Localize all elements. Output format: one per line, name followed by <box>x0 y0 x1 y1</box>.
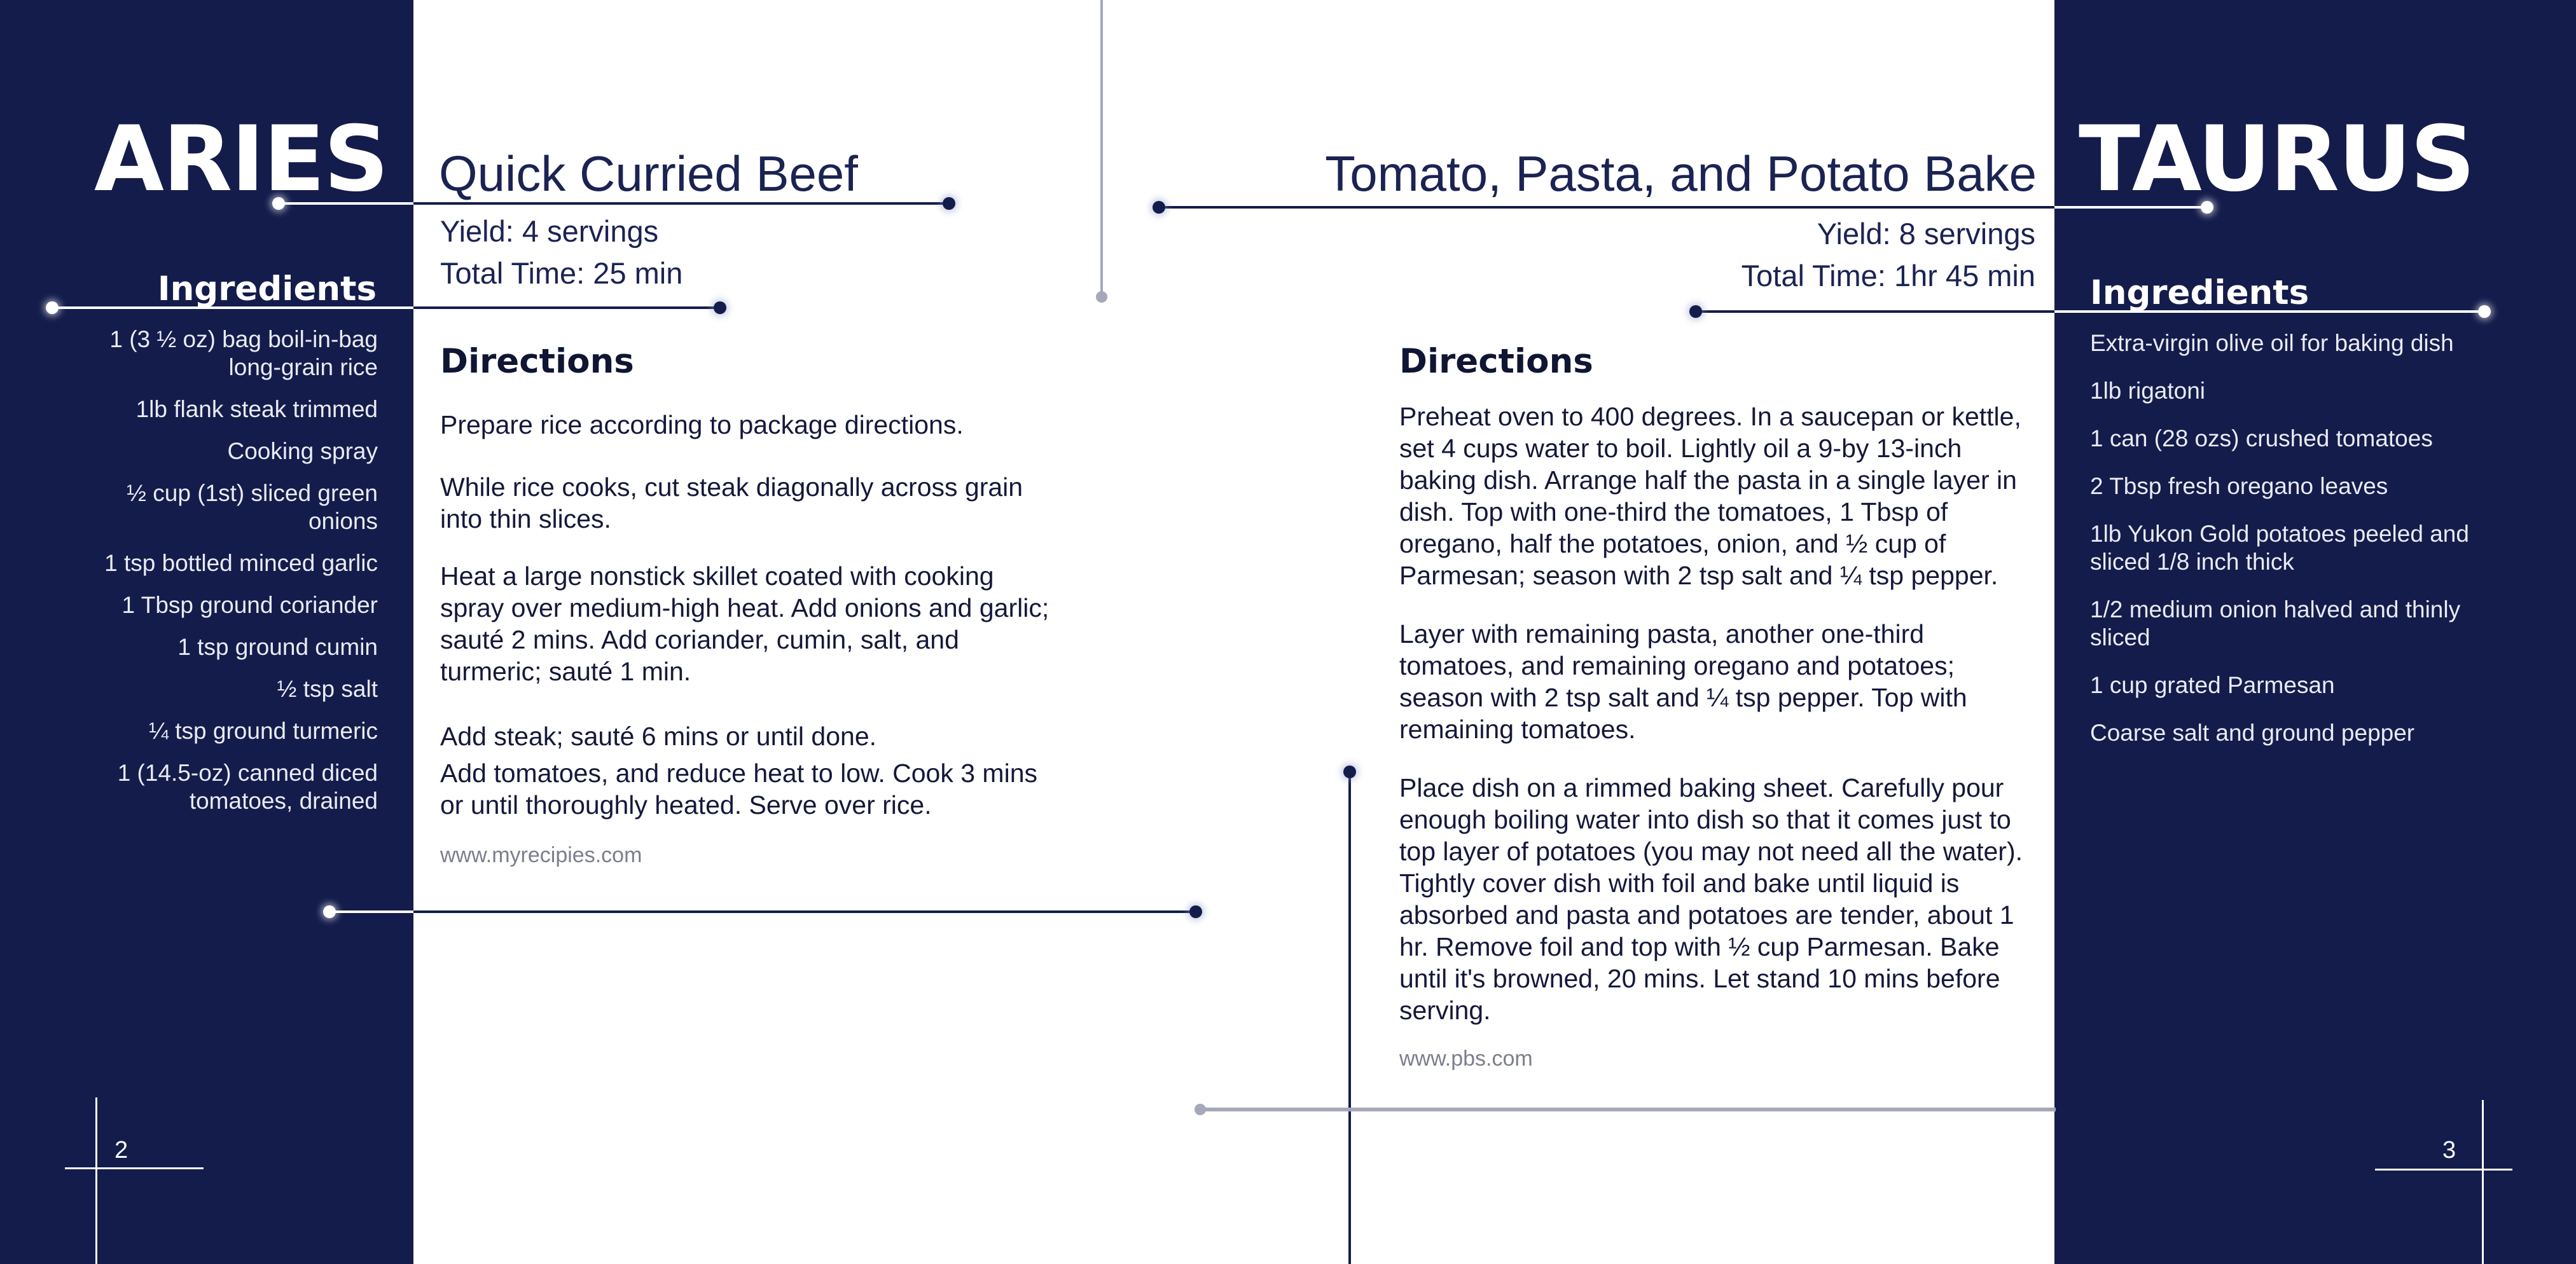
direction-step: Add tomatoes, and reduce heat to low. Co… <box>440 759 1037 820</box>
direction-step: Prepare rice according to package direct… <box>440 410 964 439</box>
node-dot <box>1189 905 1202 918</box>
node-dot <box>272 197 285 210</box>
ingredient-item: Coarse salt and ground pepper <box>2090 720 2415 746</box>
node-dot <box>46 301 59 314</box>
ingredient-item: ½ tsp salt <box>277 676 378 702</box>
page-number-left: 2 <box>114 1137 128 1164</box>
ingredient-item: 1 Tbsp ground coriander <box>121 592 378 618</box>
yield-left: Yield: 4 servings <box>440 214 659 248</box>
direction-step: While rice cooks, cut steak diagonally a… <box>440 472 1023 533</box>
recipe-title-right: Tomato, Pasta, and Potato Bake <box>1325 146 2037 202</box>
source-link-right[interactable]: www.pbs.com <box>1399 1047 1533 1071</box>
directions-left: Prepare rice according to package direct… <box>440 409 1063 821</box>
divider-line <box>279 202 415 205</box>
ingredient-item: 1 (14.5-oz) canned diced tomatoes, drain… <box>117 760 378 814</box>
direction-step: Layer with remaining pasta, another one-… <box>1399 619 1967 744</box>
recipe-title-left: Quick Curried Beef <box>439 146 858 202</box>
divider-line <box>1159 206 2056 209</box>
page-number-right: 3 <box>2442 1137 2456 1164</box>
node-dot <box>323 905 336 918</box>
divider-line <box>329 910 415 913</box>
direction-step: Heat a large nonstick skillet coated wit… <box>440 561 1049 686</box>
ingredients-heading-right: Ingredients <box>2090 273 2309 312</box>
ingredient-item: 1/2 medium onion halved and thinly slice… <box>2090 596 2461 650</box>
total-time-right: Total Time: 1hr 45 min <box>1741 259 2035 292</box>
yield-right: Yield: 8 servings <box>1817 217 2035 251</box>
ingredient-item: 1 (3 ½ oz) bag boil-in-bag long-grain ri… <box>109 326 378 380</box>
sign-title-taurus: TAURUS <box>2079 107 2476 212</box>
source-link-left[interactable]: www.myrecipies.com <box>440 843 642 867</box>
direction-step: Add steak; sauté 6 mins or until done. <box>440 722 877 751</box>
crosshair-line <box>95 1097 97 1264</box>
divider-line <box>413 306 720 309</box>
crosshair-line <box>2375 1169 2512 1171</box>
sign-title-aries: ARIES <box>94 107 389 212</box>
ingredient-item: 1lb Yukon Gold potatoes peeled and slice… <box>2090 521 2469 575</box>
ingredient-item: 1 tsp bottled minced garlic <box>104 550 378 576</box>
ingredients-list-left: 1 (3 ½ oz) bag boil-in-bag long-grain ri… <box>64 326 378 829</box>
center-divider-line <box>1100 0 1103 296</box>
ingredient-item: Cooking spray <box>227 438 378 464</box>
crosshair-line <box>65 1167 204 1169</box>
divider-line <box>413 202 949 205</box>
divider-line <box>413 910 1196 913</box>
ingredient-item: ½ cup (1st) sliced green onions <box>127 480 378 534</box>
divider-line <box>1201 1108 2056 1111</box>
ingredient-item: 1 tsp ground cumin <box>177 634 378 660</box>
right-sidebar-panel <box>2054 0 2576 1264</box>
node-dot <box>1689 305 1702 318</box>
direction-step: Place dish on a rimmed baking sheet. Car… <box>1399 773 2023 1025</box>
node-dot <box>2201 201 2213 214</box>
directions-heading-right: Directions <box>1399 342 1593 381</box>
node-dot <box>1153 201 1165 214</box>
directions-right: Preheat oven to 400 degrees. In a saucep… <box>1399 401 2042 1026</box>
ingredients-heading-left: Ingredients <box>157 270 377 308</box>
ingredient-item: 1 can (28 ozs) crushed tomatoes <box>2090 425 2433 451</box>
ingredient-item: 1lb rigatoni <box>2090 378 2206 404</box>
ingredient-item: 1 cup grated Parmesan <box>2090 672 2335 698</box>
node-dot <box>1343 766 1356 778</box>
direction-step: Preheat oven to 400 degrees. In a saucep… <box>1399 402 2021 590</box>
divider-line <box>2054 206 2207 209</box>
ingredient-item: 2 Tbsp fresh oregano leaves <box>2090 473 2388 499</box>
node-dot <box>1096 291 1107 303</box>
node-dot <box>943 197 955 210</box>
crosshair-line <box>2482 1100 2484 1264</box>
vertical-divider-line <box>1348 771 1351 1264</box>
divider-line <box>52 306 415 309</box>
ingredients-list-right: Extra-virgin olive oil for baking dish 1… <box>2090 329 2472 767</box>
node-dot <box>714 301 726 314</box>
ingredient-item: 1lb flank steak trimmed <box>135 396 378 422</box>
divider-line <box>1696 310 2056 313</box>
node-dot <box>1195 1104 1206 1115</box>
ingredient-item: ¼ tsp ground turmeric <box>149 718 378 744</box>
ingredient-item: Extra-virgin olive oil for baking dish <box>2090 330 2454 356</box>
directions-heading-left: Directions <box>440 342 634 381</box>
node-dot <box>2478 305 2491 318</box>
left-sidebar-panel <box>0 0 413 1264</box>
divider-line <box>2054 310 2484 313</box>
total-time-left: Total Time: 25 min <box>440 256 683 290</box>
